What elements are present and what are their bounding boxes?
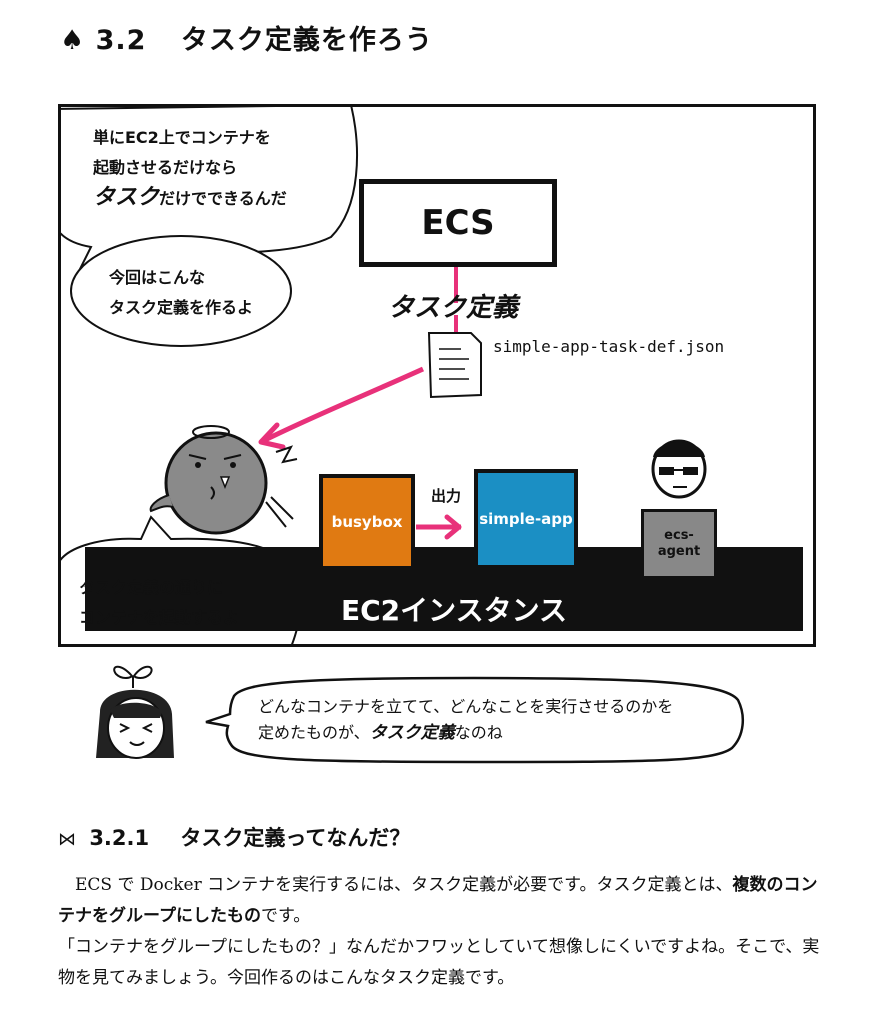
speech-bubble-top-text: 単にEC2上でコンテナを 起動させるだけなら タスクだけでできるんだ [93,123,287,214]
bubble-top-line2: 起動させるだけなら [93,158,238,177]
speech-bubble-middle-text: 今回はこんな タスク定義を作るよ [109,263,253,323]
bubble-top-line1: 単にEC2上でコンテナを [93,128,271,147]
speech-bubble-middle [70,235,292,347]
paragraph-1-tail: です。 [260,906,311,926]
dialogue-bubble [205,676,745,764]
ecs-illustration: 単にEC2上でコンテナを 起動させるだけなら タスクだけでできるんだ 今回はこん… [58,104,816,647]
subsection-heading: ⋈ 3.2.1 タスク定義ってなんだ？ [58,822,410,852]
paragraph-1-text: ECS で Docker コンテナを実行するには、タスク定義が必要です。タスク定… [75,875,733,895]
agent-character-icon [651,439,707,499]
bubble-middle-line1: 今回はこんな [109,268,206,287]
ecs-box: ECS [359,179,557,267]
agent-label-line2: agent [657,544,701,559]
output-label: 出力 [431,487,462,505]
section-number: 3.2 [95,25,147,56]
paragraph-1-bold: 複数のコンテナをグループにしたもの [58,875,818,926]
whale-character-icon [149,425,298,535]
document-icon [427,332,482,399]
task-definition-label: タスク定義 [388,293,519,323]
subsection-number: 3.2.1 [89,826,150,850]
dialogue-line2-post: なのね [454,723,503,742]
subsection-title: タスク定義ってなんだ？ [180,826,411,850]
bubble-top-line3: タスクだけでできるんだ [93,183,287,214]
paragraph-2: 「コンテナをグループにしたもの？」なんだかフワッとしていて想像しにくいですよね。… [58,937,820,988]
girl-character-icon [96,665,174,759]
section-title: タスク定義を作ろう [180,25,433,56]
ec2-instance-label: EC2インスタンス [341,594,568,627]
paragraph-1: ECS で Docker コンテナを実行するには、タスク定義が必要です。タスク定… [58,870,828,932]
dialogue-line1: どんなコンテナを立てて、どんなことを実行させるのかを [258,697,674,716]
simple-app-container: simple-app [474,469,578,569]
bubble-top-line3-rest: だけでできるんだ [159,189,287,208]
bowtie-icon: ⋈ [58,829,76,850]
bubble-bottom-line2: コンテナを起動するよ [79,608,240,627]
dialogue-text: どんなコンテナを立てて、どんなことを実行させるのかを 定めたものが、タスク定義な… [258,694,673,746]
bubble-bottom-line1: タスク定義の通りに [79,578,224,597]
ecs-agent-box: ecs- agent [641,509,717,579]
busybox-container: busybox [319,474,415,570]
spade-icon: ♠ [60,25,86,56]
dialogue-line2-pre: 定めたものが、 [258,723,370,742]
agent-label-line1: ecs- [664,528,694,543]
bubble-middle-line2: タスク定義を作るよ [109,298,254,317]
bubble-top-emphasis: タスク [93,185,160,210]
json-filename: simple-app-task-def.json [493,337,725,356]
section-heading: ♠ 3.2 タスク定義を作ろう [60,18,433,57]
dialogue-emphasis: タスク定義 [369,723,455,743]
speech-bubble-bottom-text: タスク定義の通りに コンテナを起動するよ [79,573,239,633]
dialogue-line2: 定めたものが、タスク定義なのね [258,720,673,746]
